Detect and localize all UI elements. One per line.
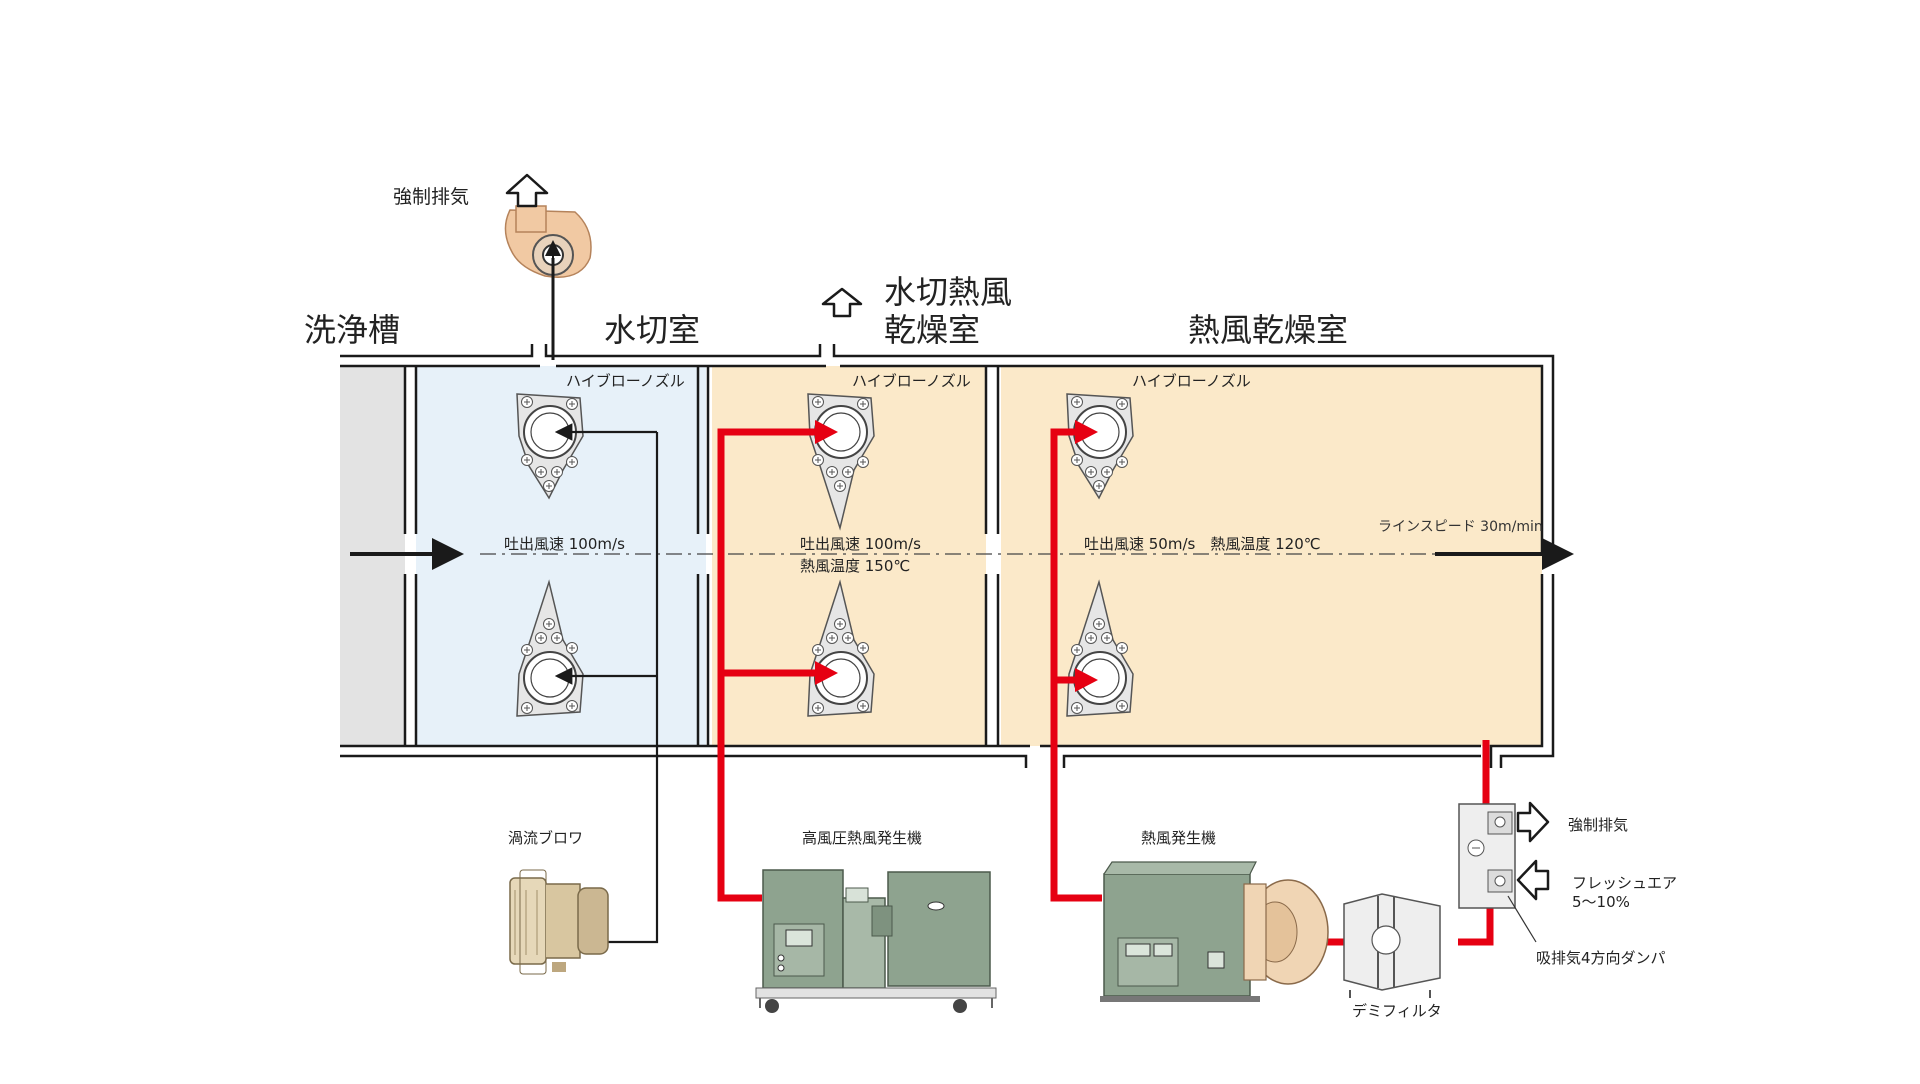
nozzle-room2-lower [807,579,875,717]
hot-air-generator [1100,861,1329,1002]
forced-exhaust-top-label: 強制排気 [393,186,470,208]
forced-exhaust-right-label: 強制排気 [1568,816,1629,834]
hot-air-generator-label: 熱風発生機 [1141,829,1217,847]
demister-label: デミフィルタ [1352,1002,1442,1020]
wash-tank-title: 洗浄槽 [304,311,401,349]
forced-exhaust-arrow-icon [505,173,549,208]
fresh-air-arrow-icon [1516,859,1550,901]
water-cut-room-title: 水切室 [604,311,701,349]
room3-conditions-label: 吐出風速 50m/s 熱風温度 120℃ [1084,535,1321,553]
water-cut-hot-air-title-line1: 水切熱風 [884,273,1013,311]
duct2-arrow-lower [1075,668,1098,692]
room2-speed-label: 吐出風速 100m/s [800,535,921,553]
nozzle-label-room3: ハイブローノズル [1132,372,1251,390]
duct1-arrow-lower [815,661,838,685]
damper-leader-line [1507,895,1537,943]
nozzle-room3-upper [1066,393,1134,500]
hot-air-duct-1 [717,428,818,902]
demister-filter [1343,893,1441,998]
four-way-damper [1458,803,1516,909]
hot-air-dry-room-title: 熱風乾燥室 [1188,311,1349,349]
vortex-blower [509,869,609,975]
fresh-air-ratio-label: 5〜10% [1572,893,1630,911]
vortex-blower-label: 渦流ブロワ [508,829,584,847]
hot-air-exhaust-arrow-icon [821,287,863,318]
damper-label: 吸排気4方向ダンパ [1536,949,1666,967]
duct2-arrow-upper [1075,420,1098,444]
blower-air-line [554,423,659,944]
nozzle-label-room1: ハイブローノズル [566,372,685,390]
high-pressure-hot-air-generator [755,869,997,1013]
high-pressure-heater-label: 高風圧熱風発生機 [802,829,923,847]
nozzle-label-room2: ハイブローノズル [852,372,971,390]
room2-temp-label: 熱風温度 150℃ [800,557,911,575]
nozzle-room1-upper [516,393,584,500]
room1-speed-label: 吐出風速 100m/s [504,535,625,553]
water-cut-hot-air-title-line2: 乾燥室 [884,311,981,349]
damper-exhaust-arrow-icon [1516,801,1550,843]
duct1-arrow-upper [815,420,838,444]
chamber-walls [340,344,1555,768]
line-speed-label: ラインスピード 30m/min [1378,519,1543,535]
hot-air-duct-2 [1050,428,1102,902]
exhaust-fan [504,205,592,360]
fresh-air-label: フレッシュエア [1572,874,1678,892]
